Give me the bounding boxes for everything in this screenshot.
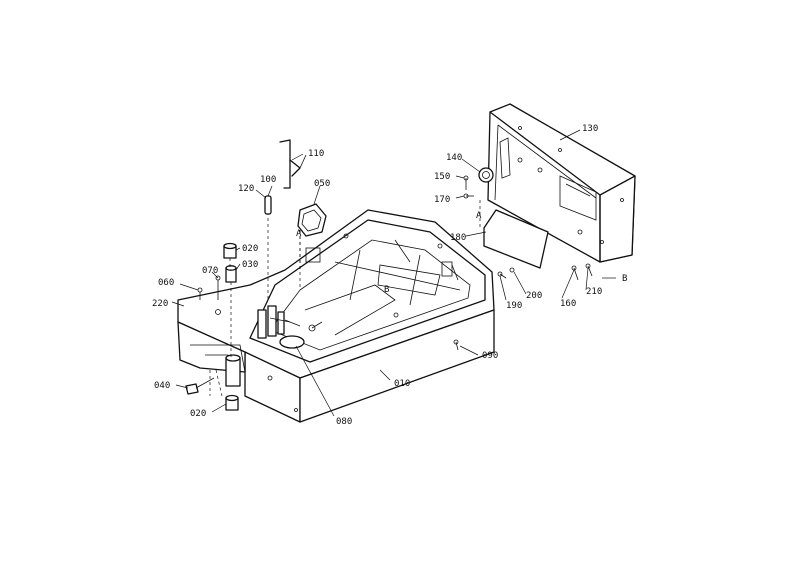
- pin-100: [264, 195, 272, 215]
- label-190: 190: [506, 301, 522, 311]
- seal-050: [297, 203, 327, 237]
- label-120: 120: [238, 184, 254, 194]
- cover-panel-130: [487, 103, 636, 263]
- label-090: 090: [482, 351, 498, 361]
- post-020-lower: [225, 394, 239, 411]
- label-050: 050: [314, 179, 330, 189]
- label-210: 210: [586, 287, 602, 297]
- label-ref-a-frame: A: [296, 229, 302, 239]
- post-030: [225, 265, 237, 283]
- label-ref-a-panel: A: [476, 211, 482, 221]
- label-ref-b-panel: B: [622, 274, 627, 284]
- label-220: 220: [152, 299, 168, 309]
- label-020-upper: 020: [242, 244, 258, 254]
- label-140: 140: [446, 153, 462, 163]
- lower-cylinder: [225, 354, 241, 387]
- plate-180: [483, 209, 549, 269]
- label-100: 100: [260, 175, 276, 185]
- label-160: 160: [560, 299, 576, 309]
- label-060: 060: [158, 278, 174, 288]
- label-130: 130: [582, 124, 598, 134]
- label-200: 200: [526, 291, 542, 301]
- label-080: 080: [336, 417, 352, 427]
- label-150: 150: [434, 172, 450, 182]
- grommet-140: [478, 167, 494, 183]
- post-020-upper: [223, 242, 237, 259]
- label-070: 070: [202, 266, 218, 276]
- bolt-040: [185, 377, 215, 395]
- valve-block: [257, 305, 323, 349]
- label-180: 180: [450, 233, 466, 243]
- main-frame: [177, 209, 495, 423]
- label-010: 010: [394, 379, 410, 389]
- part-labels: 110 100 120 050 A 020 030 070 060 220 04…: [152, 124, 627, 427]
- label-020-lower: 020: [190, 409, 206, 419]
- label-040: 040: [154, 381, 170, 391]
- label-030: 030: [242, 260, 258, 270]
- rod-110: [279, 139, 307, 189]
- label-170: 170: [434, 195, 450, 205]
- label-ref-b-frame: B: [384, 285, 389, 295]
- leader-lines: [171, 129, 616, 417]
- label-110: 110: [308, 149, 324, 159]
